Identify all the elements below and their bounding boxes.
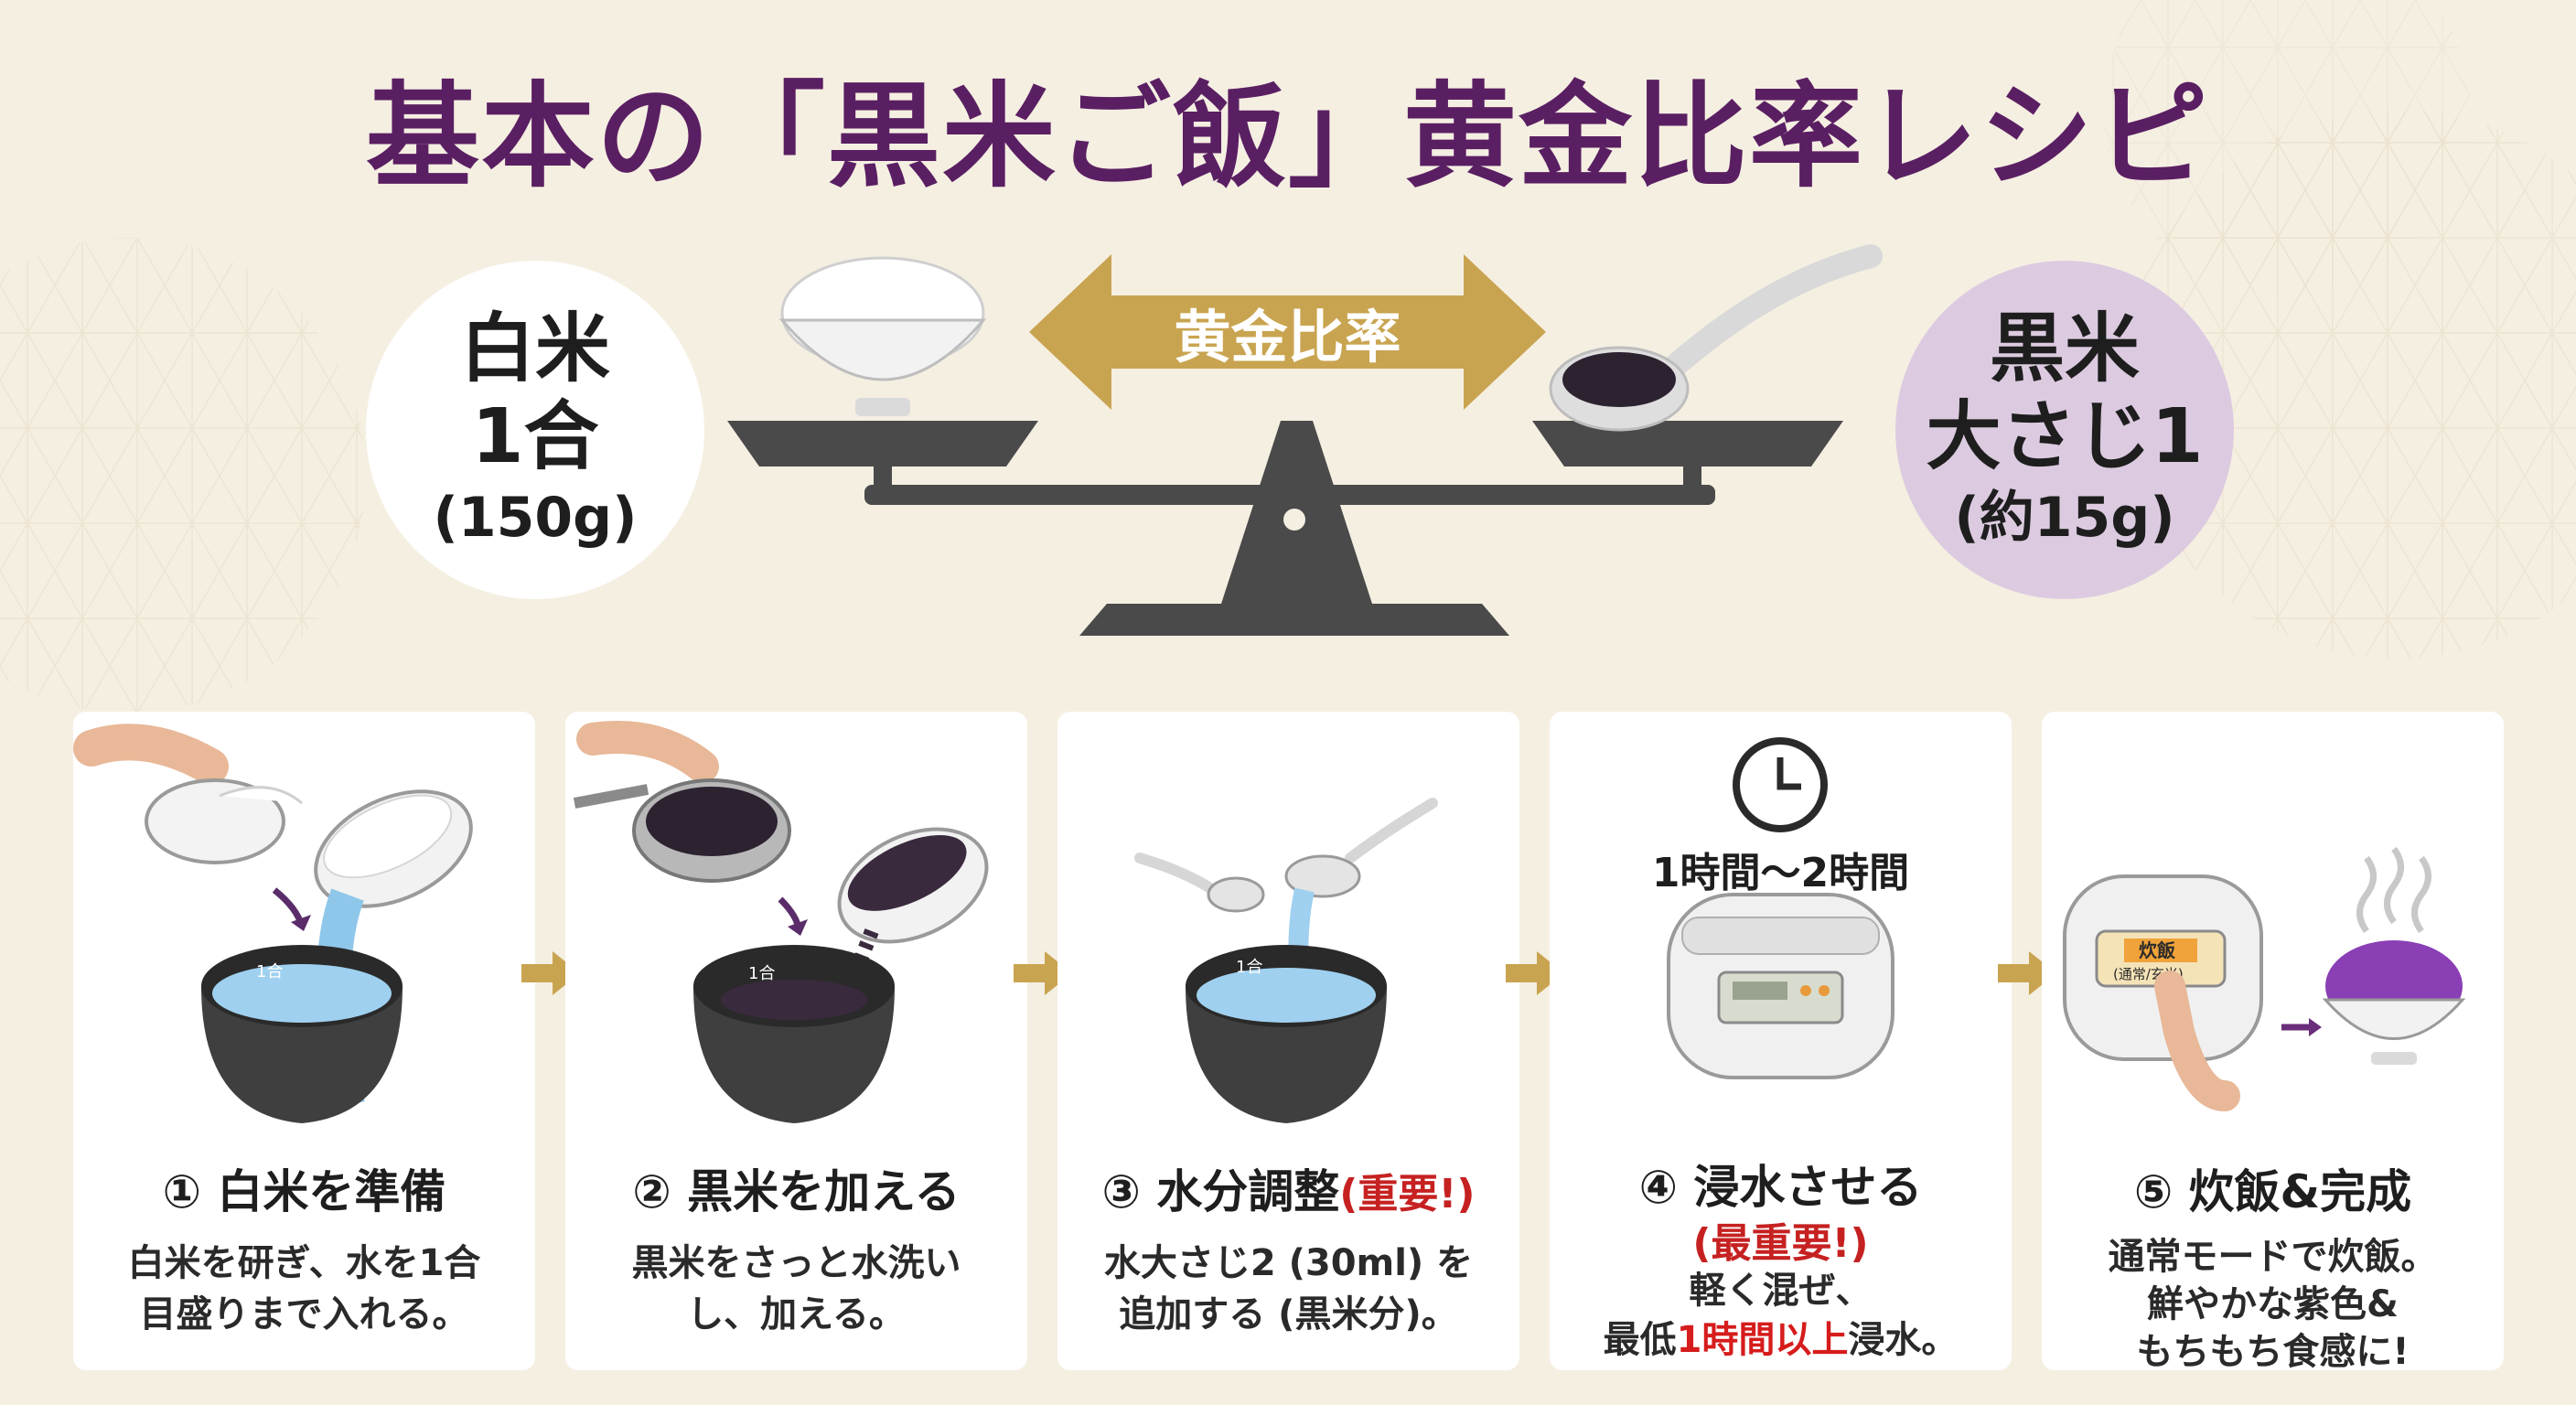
step-card-3: 1合 ③ 水分調整(重要!) 水大さじ2 (30ml) を 追加する (黒米分)… <box>1057 712 1519 1370</box>
step-3-title: ③ 水分調整(重要!) <box>1057 1155 1519 1221</box>
rice-cooker-icon: 炊飯 (通常/玄米) <box>2063 874 2263 1061</box>
white-rice-amount-circle: 白米 1合 (150g) <box>366 261 704 599</box>
step-2-title: ② 黒米を加える <box>632 1165 961 1218</box>
step-4-desc-1: 軽く混ぜ、 <box>1689 1270 1873 1312</box>
step-card-4: 1時間〜2時間 ④ 浸水させる (最重要!) 軽く混ぜ、 最低1時間以上浸水。 <box>1550 712 2012 1370</box>
step-5-desc-3: もちもち食感に! <box>2136 1331 2410 1373</box>
step-4-desc-2-post: 浸水。 <box>1848 1319 1959 1361</box>
step-3-title-text: ③ 水分調整 <box>1101 1165 1340 1218</box>
cook-button-label: 炊飯 <box>2139 939 2175 961</box>
step5-illustration: 炊飯 (通常/玄米) <box>2063 846 2466 1111</box>
step-1-title: ① 白米を準備 <box>162 1165 446 1218</box>
pot-measure-label: 1合 <box>256 962 283 981</box>
step-4-title: ④ 浸水させる <box>1638 1161 1923 1214</box>
step-2-desc-1: 黒米をさっと水洗い <box>631 1242 961 1284</box>
step-4-important: (最重要!) <box>1692 1220 1869 1267</box>
step3-illustration: 1合 <box>1134 798 1438 1123</box>
black-rice-amount: 大さじ1 <box>1926 393 2204 480</box>
golden-ratio-arrow <box>1029 254 1546 410</box>
white-rice-name: 白米 <box>459 306 610 392</box>
pot-measure-label: 1合 <box>1236 958 1262 977</box>
step-1-desc-1: 白米を研ぎ、水を1合 <box>127 1242 481 1284</box>
steam-icon <box>2356 846 2431 934</box>
step-3-desc-2: 追加する (黒米分)。 <box>1119 1293 1458 1335</box>
step-card-5: 炊飯 (通常/玄米) ⑤ 炊飯&完成 通常モードで炊飯。 鮮やかな紫色& もちも… <box>2042 712 2504 1373</box>
white-rice-bowl-icon <box>778 256 987 416</box>
black-rice-amount-circle: 黒米 大さじ1 (約15g) <box>1895 261 2234 599</box>
soak-time-label: 1時間〜2時間 <box>1651 850 1910 896</box>
purple-rice-bowl-icon <box>2322 940 2466 1065</box>
step-card-2: 1合 ② 黒米を加える 黒米をさっと水洗い し、加える。 <box>565 712 1027 1370</box>
rice-cooker-icon <box>1667 893 1894 1079</box>
page-title: 基本の「黒米ご飯」黄金比率レシピ <box>365 71 2210 203</box>
white-rice-weight: (150g) <box>433 486 638 550</box>
step-5-desc-2: 鮮やかな紫色& <box>2147 1283 2399 1325</box>
golden-ratio-label: 黄金比率 <box>1174 304 1401 370</box>
step-4-desc-2-red: 1時間以上 <box>1676 1319 1849 1361</box>
step-5-desc-1: 通常モードで炊飯。 <box>2108 1236 2438 1278</box>
step-1-desc-2: 目盛りまで入れる。 <box>139 1293 469 1335</box>
step1-illustration: 1合 <box>73 724 473 1123</box>
step4-illustration <box>1667 737 1894 1079</box>
pot-measure-label: 1合 <box>748 964 775 983</box>
white-rice-amount: 1合 <box>471 393 599 480</box>
black-rice-name: 黒米 <box>1989 306 2140 392</box>
step-5-title: ⑤ 炊飯&完成 <box>2133 1165 2412 1218</box>
step-3-desc-1: 水大さじ2 (30ml) を <box>1103 1242 1474 1284</box>
balance-scale <box>727 244 1883 636</box>
step-4-desc-2-pre: 最低 <box>1603 1319 1677 1361</box>
black-rice-spoon-icon <box>1549 244 1883 432</box>
black-rice-weight: (約15g) <box>1954 486 2175 550</box>
step-2-desc-2: し、加える。 <box>687 1293 906 1335</box>
step-4-desc-2: 最低1時間以上浸水。 <box>1568 1314 1993 1366</box>
step2-illustration: 1合 <box>573 721 989 1123</box>
clock-icon <box>1733 737 1828 832</box>
step-card-1: 1合 ① 白米を準備 白米を研ぎ、水を1合 目盛りまで入れる。 <box>73 712 535 1370</box>
step-3-important: (重要!) <box>1339 1171 1476 1217</box>
